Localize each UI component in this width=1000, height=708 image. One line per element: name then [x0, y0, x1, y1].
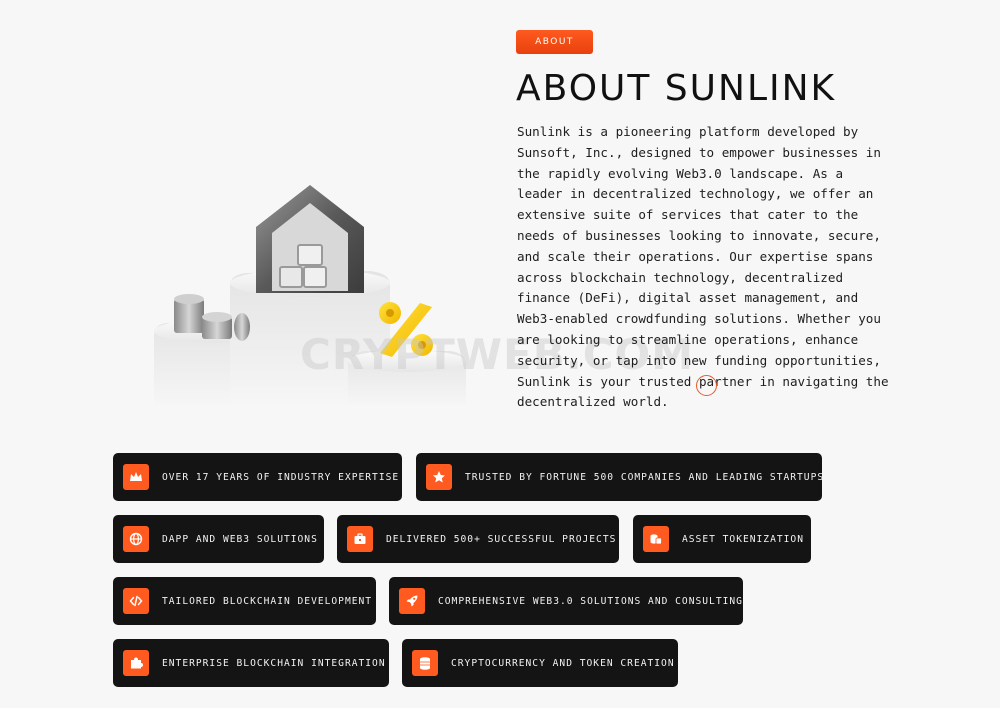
star-icon [426, 464, 452, 490]
about-title: ABOUT SUNLINK [516, 68, 837, 109]
hero-illustration [150, 175, 468, 405]
feature-label: DAPP AND WEB3 SOLUTIONS [162, 533, 318, 545]
feature-label: DELIVERED 500+ SUCCESSFUL PROJECTS [386, 533, 617, 545]
feature-industry-expertise: OVER 17 YEARS OF INDUSTRY EXPERTISE [113, 453, 402, 501]
feature-label: TAILORED BLOCKCHAIN DEVELOPMENT [162, 595, 373, 607]
about-description: Sunlink is a pioneering platform develop… [517, 124, 889, 410]
feature-label: ASSET TOKENIZATION [682, 533, 804, 545]
globe-icon [123, 526, 149, 552]
feature-web3-consulting: COMPREHENSIVE WEB3.0 SOLUTIONS AND CONSU… [389, 577, 743, 625]
coin-stack-icon [412, 650, 438, 676]
coins-icon [643, 526, 669, 552]
feature-asset-tokenization: ASSET TOKENIZATION [633, 515, 811, 563]
house-coins-percent-illustration [154, 185, 466, 405]
feature-dapp-web3: DAPP AND WEB3 SOLUTIONS [113, 515, 324, 563]
feature-label: OVER 17 YEARS OF INDUSTRY EXPERTISE [162, 471, 400, 483]
feature-label: CRYPTOCURRENCY AND TOKEN CREATION [451, 657, 675, 669]
feature-enterprise-integration: ENTERPRISE BLOCKCHAIN INTEGRATION [113, 639, 389, 687]
cursor-indicator [696, 375, 717, 396]
about-badge: ABOUT [516, 30, 593, 54]
crown-icon [123, 464, 149, 490]
feature-label: ENTERPRISE BLOCKCHAIN INTEGRATION [162, 657, 386, 669]
briefcase-icon [347, 526, 373, 552]
feature-token-creation: CRYPTOCURRENCY AND TOKEN CREATION [402, 639, 678, 687]
rocket-icon [399, 588, 425, 614]
feature-fortune-500: TRUSTED BY FORTUNE 500 COMPANIES AND LEA… [416, 453, 825, 501]
puzzle-icon [123, 650, 149, 676]
feature-tailored-blockchain: TAILORED BLOCKCHAIN DEVELOPMENT [113, 577, 376, 625]
code-icon [123, 588, 149, 614]
feature-label: TRUSTED BY FORTUNE 500 COMPANIES AND LEA… [465, 471, 825, 483]
feature-projects-delivered: DELIVERED 500+ SUCCESSFUL PROJECTS [337, 515, 619, 563]
feature-label: COMPREHENSIVE WEB3.0 SOLUTIONS AND CONSU… [438, 595, 743, 607]
